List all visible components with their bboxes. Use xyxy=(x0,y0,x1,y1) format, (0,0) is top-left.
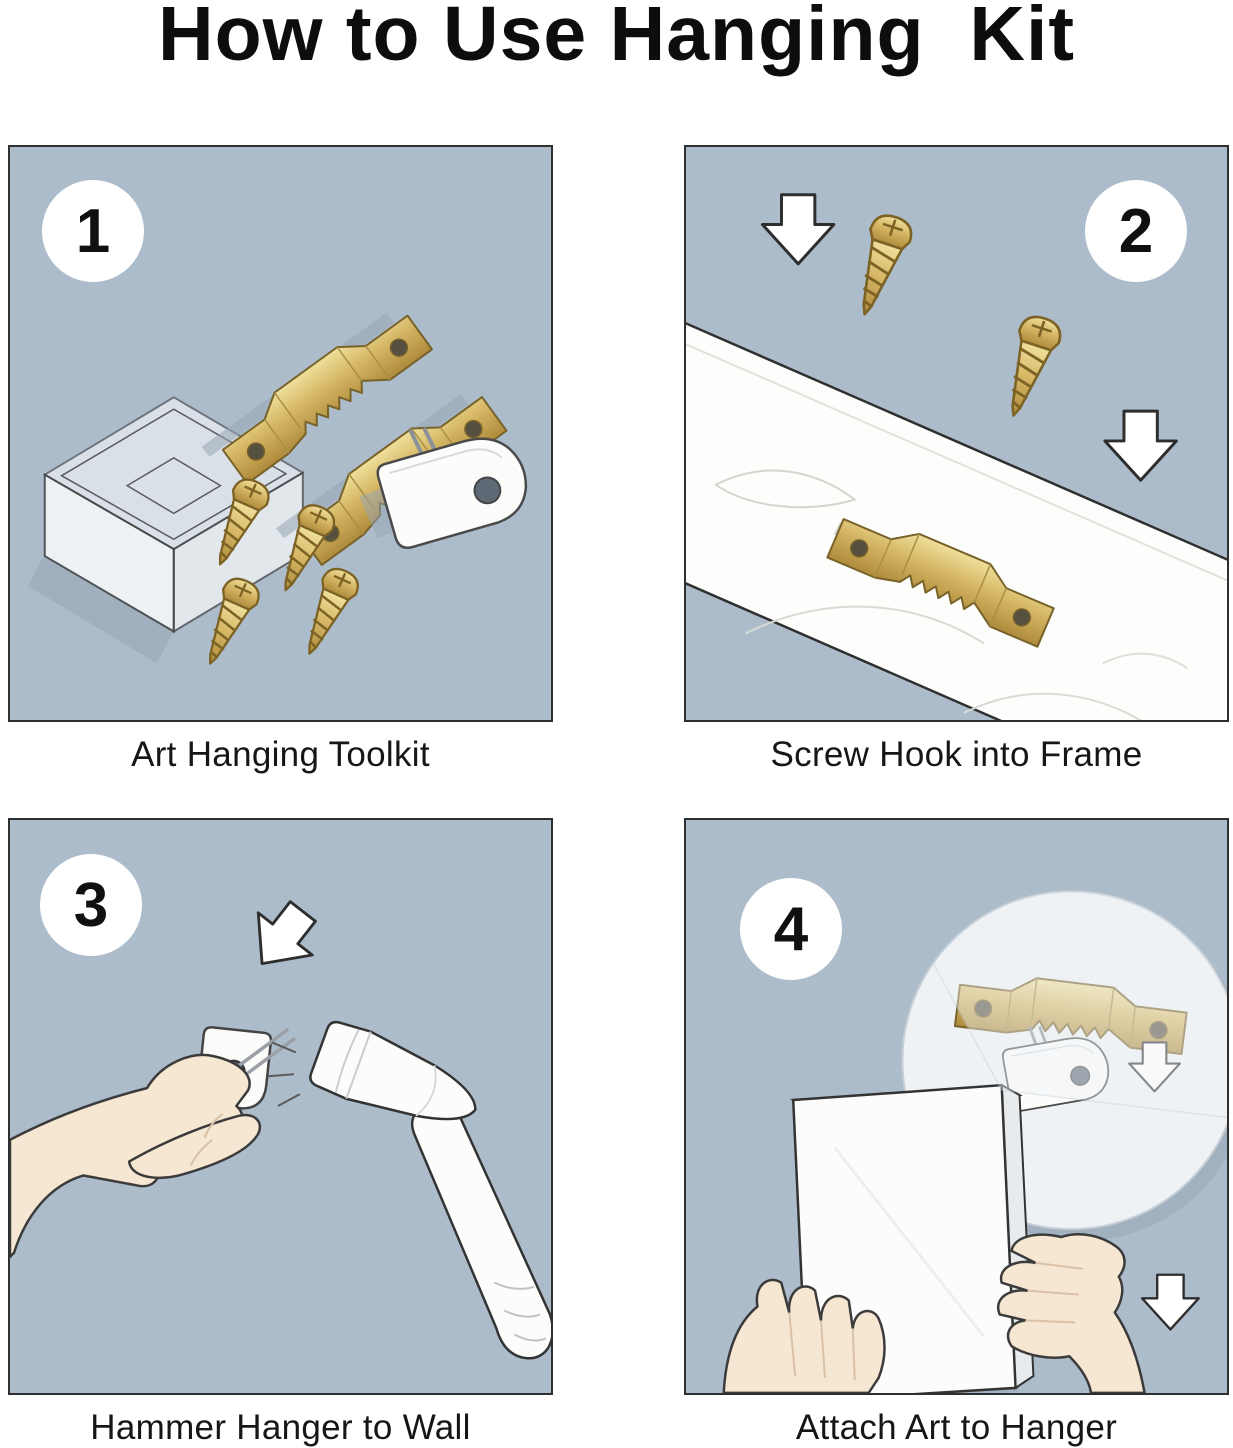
frame-board-icon xyxy=(686,322,1227,720)
step-panel-2: 2 xyxy=(684,145,1229,818)
step-3-panel: 3 xyxy=(8,818,553,1395)
step-number: 2 xyxy=(1118,196,1154,266)
step-panel-4: 4 xyxy=(684,818,1229,1448)
step-3-illustration xyxy=(10,888,551,1360)
step-2-illustration xyxy=(686,193,1227,720)
step-number: 3 xyxy=(73,870,109,940)
step-number-badge: 3 xyxy=(40,854,142,956)
hand-icon xyxy=(10,1053,262,1259)
hand-icon xyxy=(997,1233,1146,1393)
step-caption: Hammer Hanger to Wall xyxy=(90,1408,471,1447)
step-caption: Art Hanging Toolkit xyxy=(131,735,430,774)
storage-box-icon xyxy=(27,396,305,664)
steps-grid: 1 xyxy=(8,145,1229,1448)
hand-icon xyxy=(722,1278,886,1393)
step-number-badge: 1 xyxy=(42,180,144,282)
step-4-panel: 4 xyxy=(684,818,1229,1395)
screw-icon xyxy=(291,562,365,663)
step-number: 4 xyxy=(773,894,809,964)
impact-lines xyxy=(268,1041,301,1107)
hammer-icon xyxy=(309,1020,551,1360)
down-arrow-icon xyxy=(760,193,836,266)
step-panel-1: 1 xyxy=(8,145,553,818)
down-arrow-icon xyxy=(1103,409,1178,482)
screw-icon xyxy=(843,209,918,323)
step-number-badge: 2 xyxy=(1085,180,1187,282)
step-2-panel: 2 xyxy=(684,145,1229,722)
step-4-illustration xyxy=(722,890,1227,1393)
step-1-panel: 1 xyxy=(8,145,553,722)
screw-icon xyxy=(992,310,1067,424)
magnifier-cone xyxy=(932,890,1227,1119)
page-title: How to Use Hanging Kit xyxy=(157,0,1076,77)
step-number-badge: 4 xyxy=(740,878,842,980)
down-arrow-icon xyxy=(1140,1273,1200,1331)
down-arrow-icon xyxy=(233,888,332,987)
step-number: 1 xyxy=(75,196,111,266)
step-1-illustration xyxy=(27,301,538,673)
step-panel-3: 3 xyxy=(8,818,553,1448)
step-caption: Attach Art to Hanger xyxy=(795,1408,1118,1447)
step-caption: Screw Hook into Frame xyxy=(770,735,1143,774)
